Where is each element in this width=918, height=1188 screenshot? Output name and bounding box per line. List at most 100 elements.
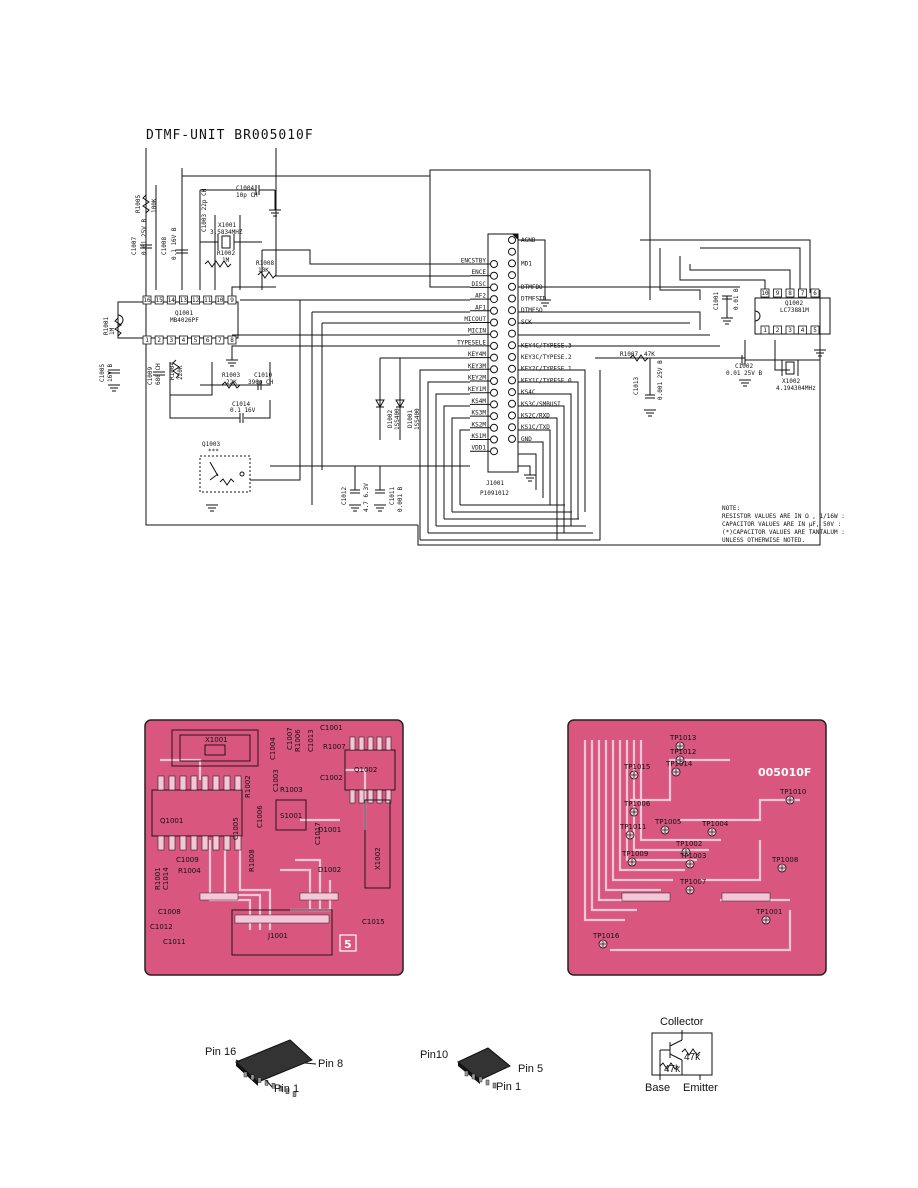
ic-pin-number: 4 <box>801 327 805 334</box>
connector-right-pin <box>508 399 516 408</box>
connector-left-pin-label: KEY2M <box>468 375 486 382</box>
ic-pin-number: 9 <box>230 297 234 304</box>
connector-right-pin-label: KEY2C/TYPESE.1 <box>521 366 572 373</box>
label-c1002: C1002 <box>735 363 753 370</box>
package-lead <box>278 1085 283 1092</box>
connector-right-pin <box>508 259 516 268</box>
pcb-pad <box>367 789 374 804</box>
pcb-label-r1001: R1001 <box>154 867 162 890</box>
pcb-pad <box>223 835 231 851</box>
sop10-pin5: Pin 5 <box>518 1063 543 1075</box>
connector-right-pin <box>508 423 516 432</box>
transistor-r1-label: 47k <box>684 1052 701 1063</box>
pcb-label-r1002: R1002 <box>244 775 252 798</box>
note-line-4: (*)CAPACITOR VALUES ARE TANTALUM : <box>722 529 845 536</box>
pcb-pad <box>157 775 165 791</box>
pcb-pad <box>212 775 220 791</box>
pcb-pad <box>385 736 392 751</box>
connector-part: P1091012 <box>480 490 509 497</box>
test-point-label: TP1013 <box>669 734 696 742</box>
label-c1011: C1011 <box>389 487 396 505</box>
ic-pin-number: 14 <box>168 297 176 304</box>
ic-pin-number: 6 <box>813 290 817 297</box>
connector-left-pin-label: KS3M <box>472 410 487 417</box>
test-point-label: TP1012 <box>669 748 696 756</box>
label-d1002: D1002 <box>387 410 394 428</box>
connector-left-pin-label: AF1 <box>475 304 486 311</box>
connector-right-pin <box>508 341 516 350</box>
pcb-label-q1002: Q1002 <box>354 766 377 774</box>
connector-ref: J1001 <box>486 480 504 487</box>
connector-left-pin <box>490 423 498 432</box>
connector-left-pin <box>490 330 498 339</box>
connector-left-pin <box>490 412 498 421</box>
ic-pin <box>215 335 225 345</box>
package-lead <box>285 1088 290 1095</box>
ic-pin-number: 4 <box>182 337 186 344</box>
connector-left-pin <box>490 260 498 268</box>
label-c1009: C1009 <box>147 367 154 385</box>
ic-pin-number: 7 <box>801 290 805 297</box>
package-lead <box>250 1074 255 1081</box>
transistor-collector-label: Collector <box>660 1016 704 1028</box>
pcb-label-r1004: R1004 <box>178 867 201 875</box>
connector-right-pin-label: KEY4C/TYPESE.3 <box>521 342 572 349</box>
pcb-label-c1009: C1009 <box>176 856 199 864</box>
ic-pin-number: 1 <box>763 327 767 334</box>
pcb-label-r1003: R1003 <box>280 786 303 794</box>
package-lead <box>271 1082 276 1089</box>
ic-pin <box>785 325 795 335</box>
pcb-pad <box>349 789 356 804</box>
label-c1014-val: 0.1 16V <box>230 407 256 414</box>
schematic-title: DTMF-UNIT BR005010F <box>146 128 314 143</box>
ic-pin-number: 5 <box>813 327 817 334</box>
ic-pin <box>154 295 164 305</box>
ic-pin <box>798 325 807 335</box>
test-point-label: TP1003 <box>679 852 706 860</box>
label-d1002-val: 1SS400 <box>394 408 401 430</box>
pcb-pad <box>349 736 356 751</box>
connector-left-pin <box>490 388 498 397</box>
label-c1005: C1005 <box>99 364 106 382</box>
ic-pin <box>760 325 770 335</box>
pcb-label-c1002: C1002 <box>320 774 343 782</box>
connector-right-pin <box>508 306 516 315</box>
label-r1005-val: 100K <box>151 198 158 213</box>
label-x1001: X1001 <box>218 222 236 229</box>
ic-pin-number: 3 <box>788 327 792 334</box>
connector-j1001: ENCSTBYENCEDISCAF2AF1MICOUTMICINTYPESELE… <box>457 233 572 497</box>
pcb-label-c1004: C1004 <box>269 737 277 760</box>
connector-right-pin-label: MD1 <box>521 260 532 267</box>
connector-left-pin-label: DISC <box>472 281 487 288</box>
test-point-label: TP1006 <box>623 800 651 808</box>
ic-q1001-part: MB4026PF <box>170 317 199 324</box>
ic-pin-number: 8 <box>230 337 234 344</box>
ic-pin-number: 7 <box>218 337 222 344</box>
pcb-label-c1003: C1003 <box>272 769 280 792</box>
pcb-bottom-view: 005010F TP1013TP1012TP1014TP1015TP1006TP… <box>567 719 827 976</box>
connector-right-pin-label: KS4C <box>521 389 536 396</box>
label-x1001-val: 3.5834MHZ <box>210 229 243 236</box>
label-r1004: R1004 <box>169 362 176 380</box>
pcb-top-view: X1001 Q1001 Q1002 S1001 X1002 J1001 5 C1… <box>144 719 404 976</box>
pcb-pad <box>201 835 209 851</box>
label-r1001: R1001 <box>103 317 110 335</box>
label-c1010-val: 390p CH <box>248 379 274 386</box>
connector-left-pin-label: KEY4M <box>468 351 486 358</box>
label-d1001: D1001 <box>407 410 414 428</box>
ic-pin-number: 10 <box>761 290 769 297</box>
label-c1008-val: 0.1 16V B <box>171 227 178 260</box>
note-line-5: UNLESS OTHERWISE NOTED. <box>722 537 805 544</box>
ic-pin-number: 9 <box>776 290 780 297</box>
ic-pin-number: 16 <box>143 297 151 304</box>
package-lead <box>292 1091 297 1097</box>
package-sop10: Pin10 Pin 5 Pin 1 <box>420 1047 543 1093</box>
connector-left-pin <box>490 318 498 327</box>
test-point-label: TP1015 <box>623 763 650 771</box>
connector-left-pin <box>490 353 498 362</box>
pcb-pad <box>385 789 392 804</box>
ic-pin-number: 15 <box>156 297 164 304</box>
pcb-label-d1002: D1002 <box>318 866 341 874</box>
